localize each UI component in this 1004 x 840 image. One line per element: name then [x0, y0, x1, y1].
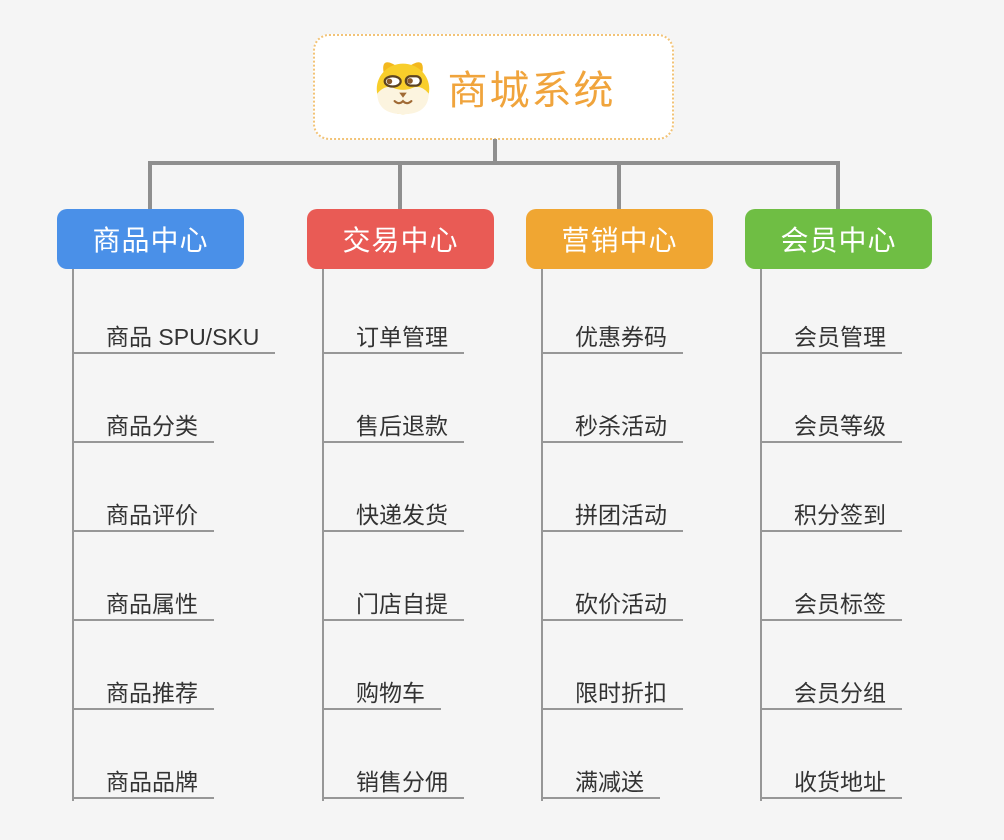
branch-drop-connector — [836, 161, 840, 210]
leaf-item[interactable]: 商品评价 — [72, 500, 214, 532]
leaf-item[interactable]: 商品属性 — [72, 589, 214, 621]
root-node[interactable]: 商城系统 — [313, 34, 674, 140]
leaf-item[interactable]: 优惠券码 — [541, 322, 683, 354]
branch-header-trade[interactable]: 交易中心 — [307, 209, 494, 269]
dog-face-icon — [376, 62, 429, 115]
branch-drop-connector — [148, 161, 152, 210]
branch-products: 商品中心 商品 SPU/SKU 商品分类 商品评价 商品属性 商品推荐 商品品牌 — [57, 209, 276, 840]
leaf-item[interactable]: 拼团活动 — [541, 500, 683, 532]
branch-bus-connector — [148, 161, 840, 165]
branch-trunk-line — [760, 269, 762, 801]
branch-member: 会员中心 会员管理 会员等级 积分签到 会员标签 会员分组 收货地址 — [745, 209, 932, 840]
branch-header-member[interactable]: 会员中心 — [745, 209, 932, 269]
root-title: 商城系统 — [447, 69, 616, 113]
leaf-item[interactable]: 门店自提 — [322, 589, 464, 621]
branch-header-marketing[interactable]: 营销中心 — [526, 209, 713, 269]
branch-header-products[interactable]: 商品中心 — [57, 209, 244, 269]
leaf-item[interactable]: 会员分组 — [760, 678, 902, 710]
leaf-item[interactable]: 快递发货 — [322, 500, 464, 532]
leaf-item[interactable]: 收货地址 — [760, 767, 902, 799]
leaf-item[interactable]: 秒杀活动 — [541, 411, 683, 443]
leaf-item[interactable]: 购物车 — [322, 678, 441, 710]
branch-trade: 交易中心 订单管理 售后退款 快递发货 门店自提 购物车 销售分佣 — [307, 209, 494, 840]
leaf-item[interactable]: 商品品牌 — [72, 767, 214, 799]
branch-trunk-line — [72, 269, 74, 801]
leaf-item[interactable]: 砍价活动 — [541, 589, 683, 621]
root-stem-connector — [493, 139, 497, 165]
leaf-item[interactable]: 订单管理 — [322, 322, 464, 354]
leaf-item[interactable]: 限时折扣 — [541, 678, 683, 710]
leaf-item[interactable]: 积分签到 — [760, 500, 902, 532]
leaf-item[interactable]: 商品 SPU/SKU — [72, 322, 276, 354]
leaf-item[interactable]: 会员标签 — [760, 589, 902, 621]
leaf-item[interactable]: 销售分佣 — [322, 767, 464, 799]
leaf-item[interactable]: 满减送 — [541, 767, 660, 799]
leaf-item[interactable]: 会员管理 — [760, 322, 902, 354]
branch-marketing: 营销中心 优惠券码 秒杀活动 拼团活动 砍价活动 限时折扣 满减送 — [526, 209, 713, 840]
leaf-item[interactable]: 售后退款 — [322, 411, 464, 443]
branch-drop-connector — [617, 161, 621, 210]
branch-drop-connector — [398, 161, 402, 210]
leaf-item[interactable]: 商品推荐 — [72, 678, 214, 710]
leaf-item[interactable]: 商品分类 — [72, 411, 214, 443]
branch-trunk-line — [541, 269, 543, 801]
leaf-item[interactable]: 会员等级 — [760, 411, 902, 443]
branch-trunk-line — [322, 269, 324, 801]
